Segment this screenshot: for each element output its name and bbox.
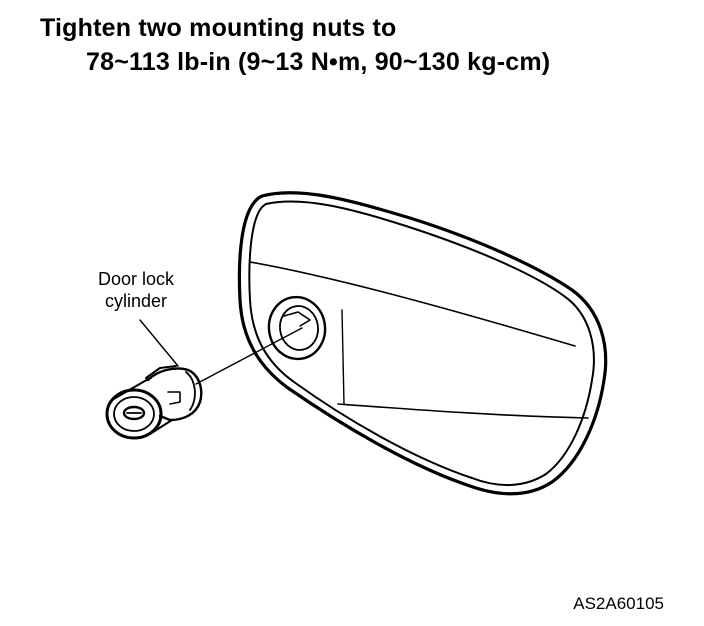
cylinder-notch bbox=[167, 391, 181, 405]
torque-instruction-line1: Tighten two mounting nuts to bbox=[40, 14, 397, 42]
alignment-line bbox=[195, 327, 303, 385]
handle-panel-outer bbox=[237, 191, 608, 496]
cylinder-back-ring bbox=[185, 371, 196, 411]
callout-line1: Door lock bbox=[97, 269, 175, 289]
torque-instruction-line2: 78~113 lb-in (9~13 N•m, 90~130 kg-cm) bbox=[86, 48, 551, 76]
callout-line2: cylinder bbox=[104, 291, 168, 311]
handle-seam bbox=[341, 309, 345, 405]
cylinder-face-outer bbox=[105, 388, 163, 440]
figure-code: AS2A60105 bbox=[573, 594, 664, 613]
door-lock-cylinder-label: Door lock cylinder bbox=[78, 268, 194, 312]
key-slot-icon bbox=[122, 405, 146, 421]
lock-opening-inner bbox=[279, 305, 319, 351]
cylinder-side bbox=[111, 377, 173, 435]
lock-opening-outer bbox=[267, 295, 327, 361]
handle-lower-line bbox=[337, 403, 589, 419]
handle-upper-line bbox=[249, 261, 576, 347]
lock-opening-detail bbox=[283, 311, 311, 327]
cylinder-body bbox=[146, 367, 203, 422]
leader-line bbox=[139, 319, 179, 367]
cylinder-tab bbox=[145, 365, 177, 379]
handle-panel-inner bbox=[248, 200, 595, 487]
cylinder-face-inner bbox=[113, 396, 155, 432]
